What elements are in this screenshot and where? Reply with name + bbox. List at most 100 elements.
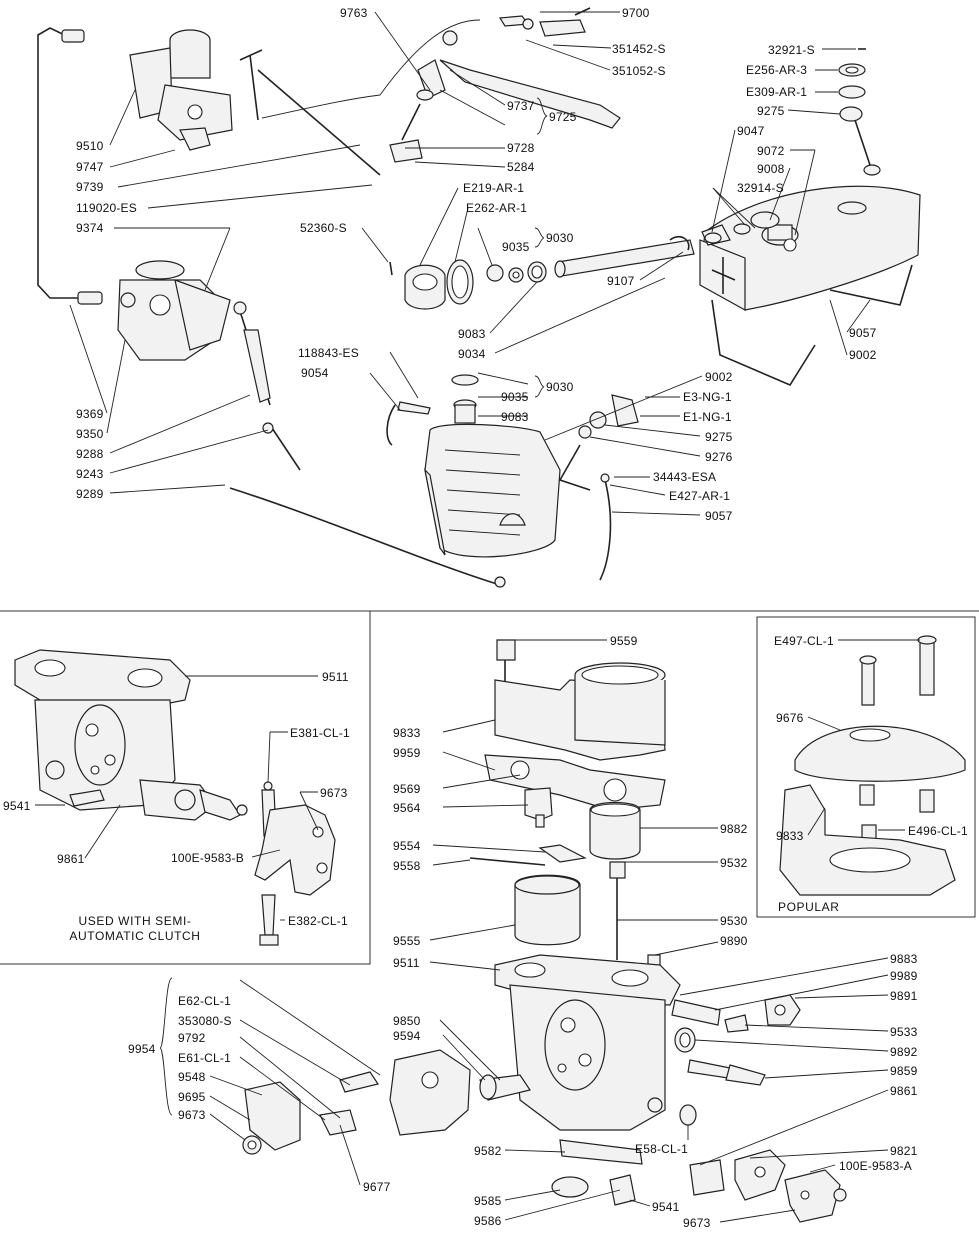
fuel-tank-front <box>424 374 561 558</box>
callout-e3-ng-1: E3-NG-1 <box>683 390 732 404</box>
throttle-cable <box>261 19 481 119</box>
callout-e497-cl-1: E497-CL-1 <box>774 634 834 648</box>
callout-118843-es: 118843-ES <box>298 346 359 360</box>
callout-9792: 9792 <box>178 1031 206 1045</box>
callout-9859: 9859 <box>890 1064 918 1078</box>
callout-9530: 9530 <box>720 914 748 928</box>
callout-9035-lower: 9035 <box>501 390 529 404</box>
callout-9586: 9586 <box>474 1214 502 1228</box>
callout-9564: 9564 <box>393 801 421 815</box>
callout-9057-lower: 9057 <box>705 509 733 523</box>
linkage-rod-b <box>257 69 381 176</box>
callout-9008: 9008 <box>757 162 785 176</box>
callout-9083-upper: 9083 <box>458 327 486 341</box>
callout-9275-lower: 9275 <box>705 430 733 444</box>
callout-e256-ar-3: E256-AR-3 <box>746 63 808 77</box>
callout-9559: 9559 <box>610 634 638 648</box>
callout-9030-upper: 9030 <box>546 231 574 245</box>
callout-32921-s: 32921-S <box>768 43 815 57</box>
callout-9594: 9594 <box>393 1029 421 1043</box>
callout-9289: 9289 <box>76 487 104 501</box>
callout-9511-semi: 9511 <box>322 670 349 684</box>
callout-9243: 9243 <box>76 467 104 481</box>
callout-9695: 9695 <box>178 1090 206 1104</box>
fuel-tank-rear <box>699 185 921 312</box>
callout-9374: 9374 <box>76 221 104 235</box>
callout-9673-linkage: 9673 <box>178 1108 206 1122</box>
callout-32914-s: 32914-S <box>737 181 784 195</box>
callout-9558: 9558 <box>393 859 421 873</box>
callout-9047: 9047 <box>737 124 765 138</box>
callout-9739: 9739 <box>76 180 104 194</box>
semi-auto-panel-frame <box>0 610 371 965</box>
callout-e262-ar-1: E262-AR-1 <box>466 201 528 215</box>
semi-auto-caption-line-2: AUTOMATIC CLUTCH <box>69 929 201 943</box>
linkage-rod-a <box>249 54 259 121</box>
callout-9892: 9892 <box>890 1045 918 1059</box>
accelerator-pedal <box>439 59 621 129</box>
callout-9821: 9821 <box>890 1144 918 1158</box>
callout-9555: 9555 <box>393 934 421 948</box>
semi-auto-caption: USED WITH SEMI- AUTOMATIC CLUTCH <box>40 914 230 944</box>
callout-9541-main: 9541 <box>652 1200 680 1214</box>
callout-9833-main: 9833 <box>393 726 421 740</box>
callout-9883: 9883 <box>890 952 918 966</box>
carburettor-main-body <box>494 954 681 1131</box>
callout-e427-ar-1: E427-AR-1 <box>669 489 731 503</box>
callout-9677: 9677 <box>363 1180 391 1194</box>
callout-9554: 9554 <box>393 839 421 853</box>
callout-e219-ar-1: E219-AR-1 <box>463 181 525 195</box>
callout-351052-s: 351052-S <box>612 64 666 78</box>
callout-9891: 9891 <box>890 989 918 1003</box>
callout-e382-cl-1: E382-CL-1 <box>288 914 348 928</box>
callout-9954: 9954 <box>128 1042 156 1056</box>
callout-9747: 9747 <box>76 160 104 174</box>
callout-9072: 9072 <box>757 144 785 158</box>
carburettor-upper <box>129 29 233 151</box>
callout-9676: 9676 <box>776 711 804 725</box>
callout-9510: 9510 <box>76 139 104 153</box>
semi-auto-caption-line-1: USED WITH SEMI- <box>78 914 192 928</box>
callout-9035-upper: 9035 <box>502 240 530 254</box>
callout-353080-s: 353080-S <box>178 1014 232 1028</box>
callout-9532: 9532 <box>720 856 748 870</box>
callout-9511-main: 9511 <box>393 956 420 970</box>
callout-9673-lower: 9673 <box>683 1216 711 1230</box>
callout-9569: 9569 <box>393 782 421 796</box>
callout-34443-esa: 34443-ESA <box>653 470 717 484</box>
callout-9728: 9728 <box>507 141 535 155</box>
gasket <box>484 754 666 811</box>
air-cleaner-cover <box>794 725 966 782</box>
callout-9673-semi: 9673 <box>320 786 348 800</box>
callout-9002-upper: 9002 <box>849 348 877 362</box>
callout-e62-cl-1: E62-CL-1 <box>178 994 231 1008</box>
callout-9725: 9725 <box>549 110 577 124</box>
venturi <box>589 801 641 860</box>
fuel-pipe <box>37 27 95 299</box>
callout-9107: 9107 <box>607 274 635 288</box>
callout-9989: 9989 <box>890 969 918 983</box>
callout-100e-9583-a: 100E-9583-A <box>839 1159 912 1173</box>
callout-9882: 9882 <box>720 822 748 836</box>
callout-9890: 9890 <box>720 934 748 948</box>
leader-lines <box>35 11 920 1223</box>
callout-9763: 9763 <box>340 6 368 20</box>
callout-9030-lower: 9030 <box>546 380 574 394</box>
callout-9275-upper: 9275 <box>757 104 785 118</box>
callout-9582: 9582 <box>474 1144 502 1158</box>
callout-e309-ar-1: E309-AR-1 <box>746 85 808 99</box>
callout-9737: 9737 <box>507 99 535 113</box>
carburettor-semi-auto <box>14 649 248 821</box>
callout-119020-es: 119020-ES <box>76 201 137 215</box>
pipe-fitting-top <box>61 29 85 43</box>
callout-9700: 9700 <box>622 6 650 20</box>
throttle-spindle <box>559 1139 643 1165</box>
callout-9054: 9054 <box>301 366 329 380</box>
tank-strap-b <box>829 264 913 306</box>
callout-e496-cl-1: E496-CL-1 <box>908 824 968 838</box>
callout-e381-cl-1: E381-CL-1 <box>290 726 350 740</box>
callout-9034: 9034 <box>458 347 486 361</box>
callout-9350: 9350 <box>76 427 104 441</box>
